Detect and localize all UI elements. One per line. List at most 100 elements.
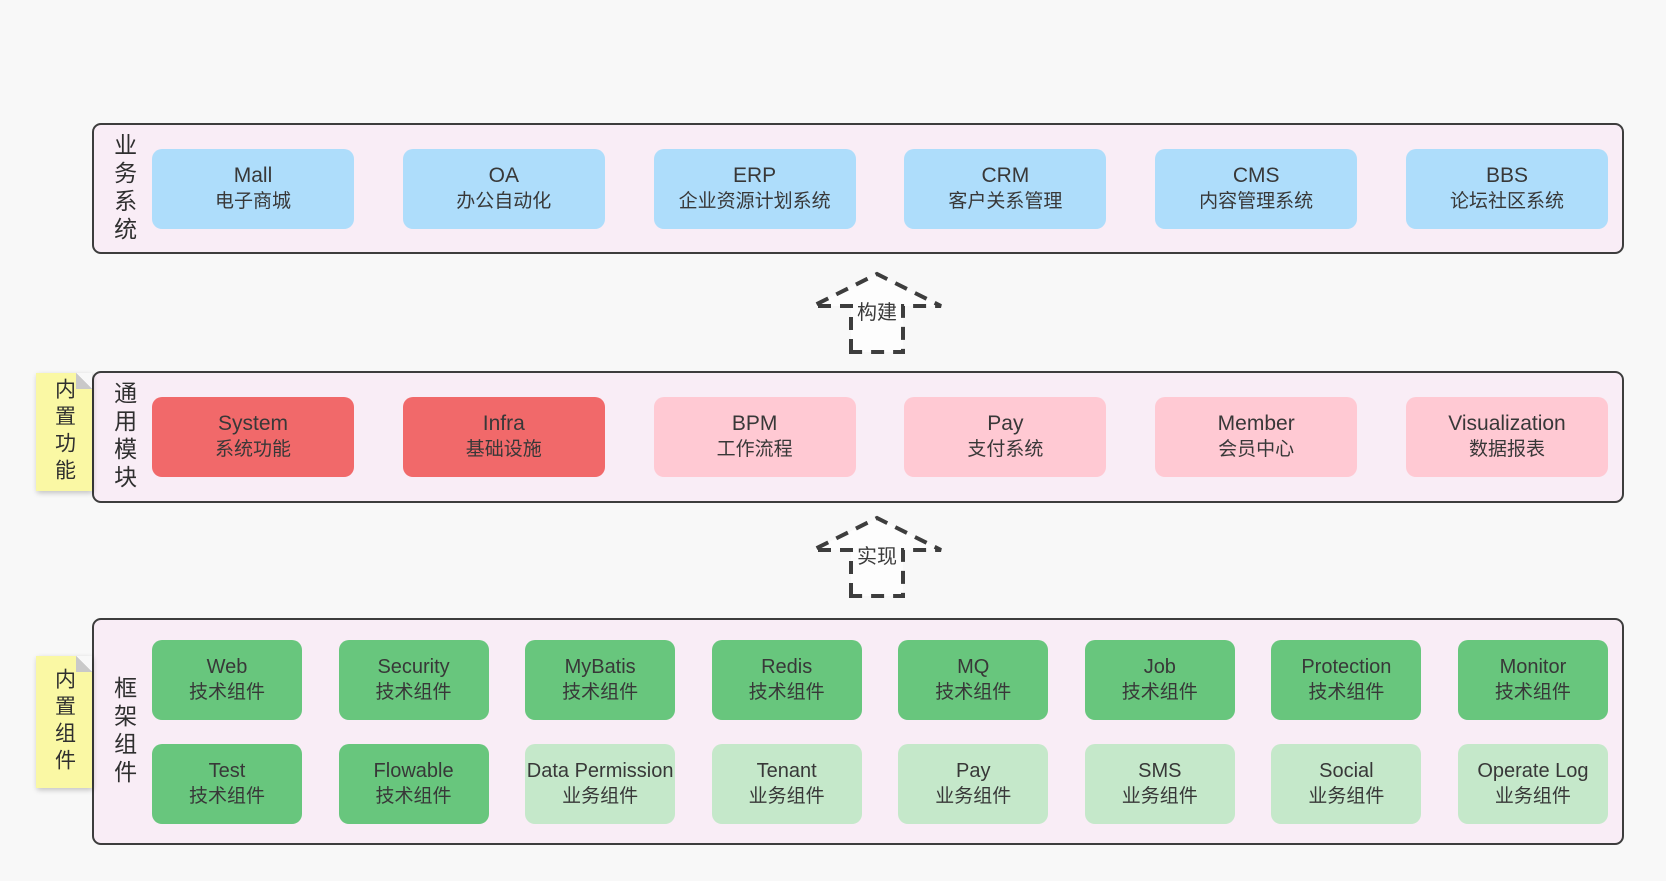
box-pay-business: Pay 业务组件 [898, 743, 1049, 824]
box-erp: ERP 企业资源计划系统 [653, 148, 856, 229]
box-visualization: Visualization 数据报表 [1405, 397, 1608, 477]
implement-arrow: 实现 [807, 514, 947, 598]
box-social: Social 业务组件 [1271, 743, 1422, 824]
box-name: Protection [1301, 655, 1392, 678]
box-desc: 客户关系管理 [948, 190, 1063, 212]
box-mq: MQ 技术组件 [898, 639, 1049, 720]
box-name: SMS [1138, 759, 1182, 782]
band-business-label: 业务系统 [110, 132, 137, 245]
box-operate-log: Operate Log 业务组件 [1457, 743, 1608, 824]
box-infra: Infra 基础设施 [402, 397, 605, 477]
build-arrow-label: 构建 [853, 296, 901, 325]
box-oa: OA 办公自动化 [402, 148, 605, 229]
box-mybatis: MyBatis 技术组件 [525, 639, 676, 720]
sticky-features-label: 内置功能 [52, 378, 76, 486]
box-name: ERP [733, 163, 777, 187]
box-desc: 业务组件 [935, 785, 1012, 807]
box-redis: Redis 技术组件 [711, 639, 862, 720]
box-system: System 系统功能 [152, 397, 354, 477]
box-desc: 技术组件 [562, 681, 639, 703]
box-bbs: BBS 论坛社区系统 [1405, 148, 1608, 229]
box-desc: 技术组件 [748, 681, 825, 703]
box-bpm: BPM 工作流程 [653, 397, 856, 477]
box-name: Pay [987, 412, 1024, 435]
box-desc: 会员中心 [1218, 439, 1295, 460]
box-desc: 内容管理系统 [1199, 190, 1314, 212]
box-name: Security [377, 655, 450, 678]
box-name: Social [1319, 759, 1374, 782]
box-name: Member [1217, 412, 1295, 435]
band-common-modules: 通用模块 System 系统功能 Infra 基础设施 BPM 工作流程 Pay… [92, 371, 1624, 503]
box-name: Job [1143, 655, 1176, 678]
box-desc: 数据报表 [1468, 439, 1545, 460]
band-label-column: 业务系统 [94, 125, 152, 252]
box-name: Redis [761, 655, 813, 678]
box-desc: 技术组件 [1494, 681, 1571, 703]
box-desc: 基础设施 [465, 439, 542, 460]
box-test: Test 技术组件 [152, 743, 302, 824]
box-mall: Mall 电子商城 [152, 148, 354, 229]
band-business-systems: 业务系统 Mall 电子商城 OA 办公自动化 ERP 企业资源计划系统 CRM… [92, 123, 1624, 254]
box-desc: 论坛社区系统 [1449, 190, 1564, 212]
box-name: Mall [233, 163, 273, 187]
box-desc: 技术组件 [935, 681, 1012, 703]
box-desc: 办公自动化 [456, 190, 552, 212]
box-desc: 支付系统 [967, 439, 1044, 460]
box-name: Web [206, 655, 248, 678]
component-rows: Web 技术组件 Security 技术组件 MyBatis 技术组件 Redi… [152, 620, 1622, 843]
box-name: Data Permission [526, 759, 674, 782]
box-name: Tenant [756, 759, 817, 782]
box-name: BPM [731, 412, 778, 435]
box-sms: SMS 业务组件 [1084, 743, 1235, 824]
business-boxes-row: Mall 电子商城 OA 办公自动化 ERP 企业资源计划系统 CRM 客户关系… [152, 125, 1622, 252]
box-name: BBS [1485, 163, 1528, 187]
sticky-components-label: 内置组件 [52, 668, 76, 776]
box-name: OA [488, 163, 519, 187]
box-pay: Pay 支付系统 [904, 397, 1107, 477]
band-label-column: 通用模块 [94, 373, 152, 501]
box-name: Pay [956, 759, 991, 782]
box-desc: 业务组件 [1121, 785, 1198, 807]
box-desc: 业务组件 [1308, 785, 1385, 807]
box-name: MyBatis [564, 655, 636, 678]
band-framework-components: 框架组件 Web 技术组件 Security 技术组件 MyBatis 技术组件… [92, 618, 1624, 845]
box-name: CMS [1232, 163, 1280, 187]
build-arrow: 构建 [807, 270, 947, 354]
sticky-built-in-components: 内置组件 [36, 656, 92, 788]
band-components-label: 框架组件 [110, 675, 137, 788]
box-desc: 工作流程 [716, 439, 793, 460]
box-name: Monitor [1499, 655, 1567, 678]
box-flowable: Flowable 技术组件 [338, 743, 489, 824]
band-label-column: 框架组件 [94, 620, 152, 843]
component-boxes-row-2: Test 技术组件 Flowable 技术组件 Data Permission … [152, 743, 1622, 824]
box-name: Infra [482, 412, 525, 435]
box-data-permission: Data Permission 业务组件 [525, 743, 676, 824]
box-security: Security 技术组件 [338, 639, 489, 720]
box-crm: CRM 客户关系管理 [904, 148, 1107, 229]
box-desc: 技术组件 [1308, 681, 1385, 703]
box-monitor: Monitor 技术组件 [1457, 639, 1608, 720]
implement-arrow-label: 实现 [853, 540, 901, 569]
module-boxes-row: System 系统功能 Infra 基础设施 BPM 工作流程 Pay 支付系统… [152, 373, 1622, 501]
box-name: Flowable [373, 759, 454, 782]
box-name: Test [208, 759, 246, 782]
box-name: System [217, 412, 288, 435]
box-web: Web 技术组件 [152, 639, 302, 720]
component-boxes-row-1: Web 技术组件 Security 技术组件 MyBatis 技术组件 Redi… [152, 639, 1622, 720]
box-desc: 技术组件 [1121, 681, 1198, 703]
box-job: Job 技术组件 [1084, 639, 1235, 720]
box-tenant: Tenant 业务组件 [711, 743, 862, 824]
box-desc: 业务组件 [748, 785, 825, 807]
box-protection: Protection 技术组件 [1271, 639, 1422, 720]
box-member: Member 会员中心 [1155, 397, 1358, 477]
box-desc: 技术组件 [375, 785, 452, 807]
box-desc: 电子商城 [214, 190, 291, 212]
box-desc: 业务组件 [562, 785, 639, 807]
sticky-built-in-features: 内置功能 [36, 373, 92, 491]
box-desc: 企业资源计划系统 [678, 190, 831, 212]
box-name: MQ [957, 655, 990, 678]
box-desc: 技术组件 [188, 681, 265, 703]
box-desc: 技术组件 [188, 785, 265, 807]
box-name: CRM [981, 163, 1030, 187]
band-modules-label: 通用模块 [110, 381, 137, 493]
